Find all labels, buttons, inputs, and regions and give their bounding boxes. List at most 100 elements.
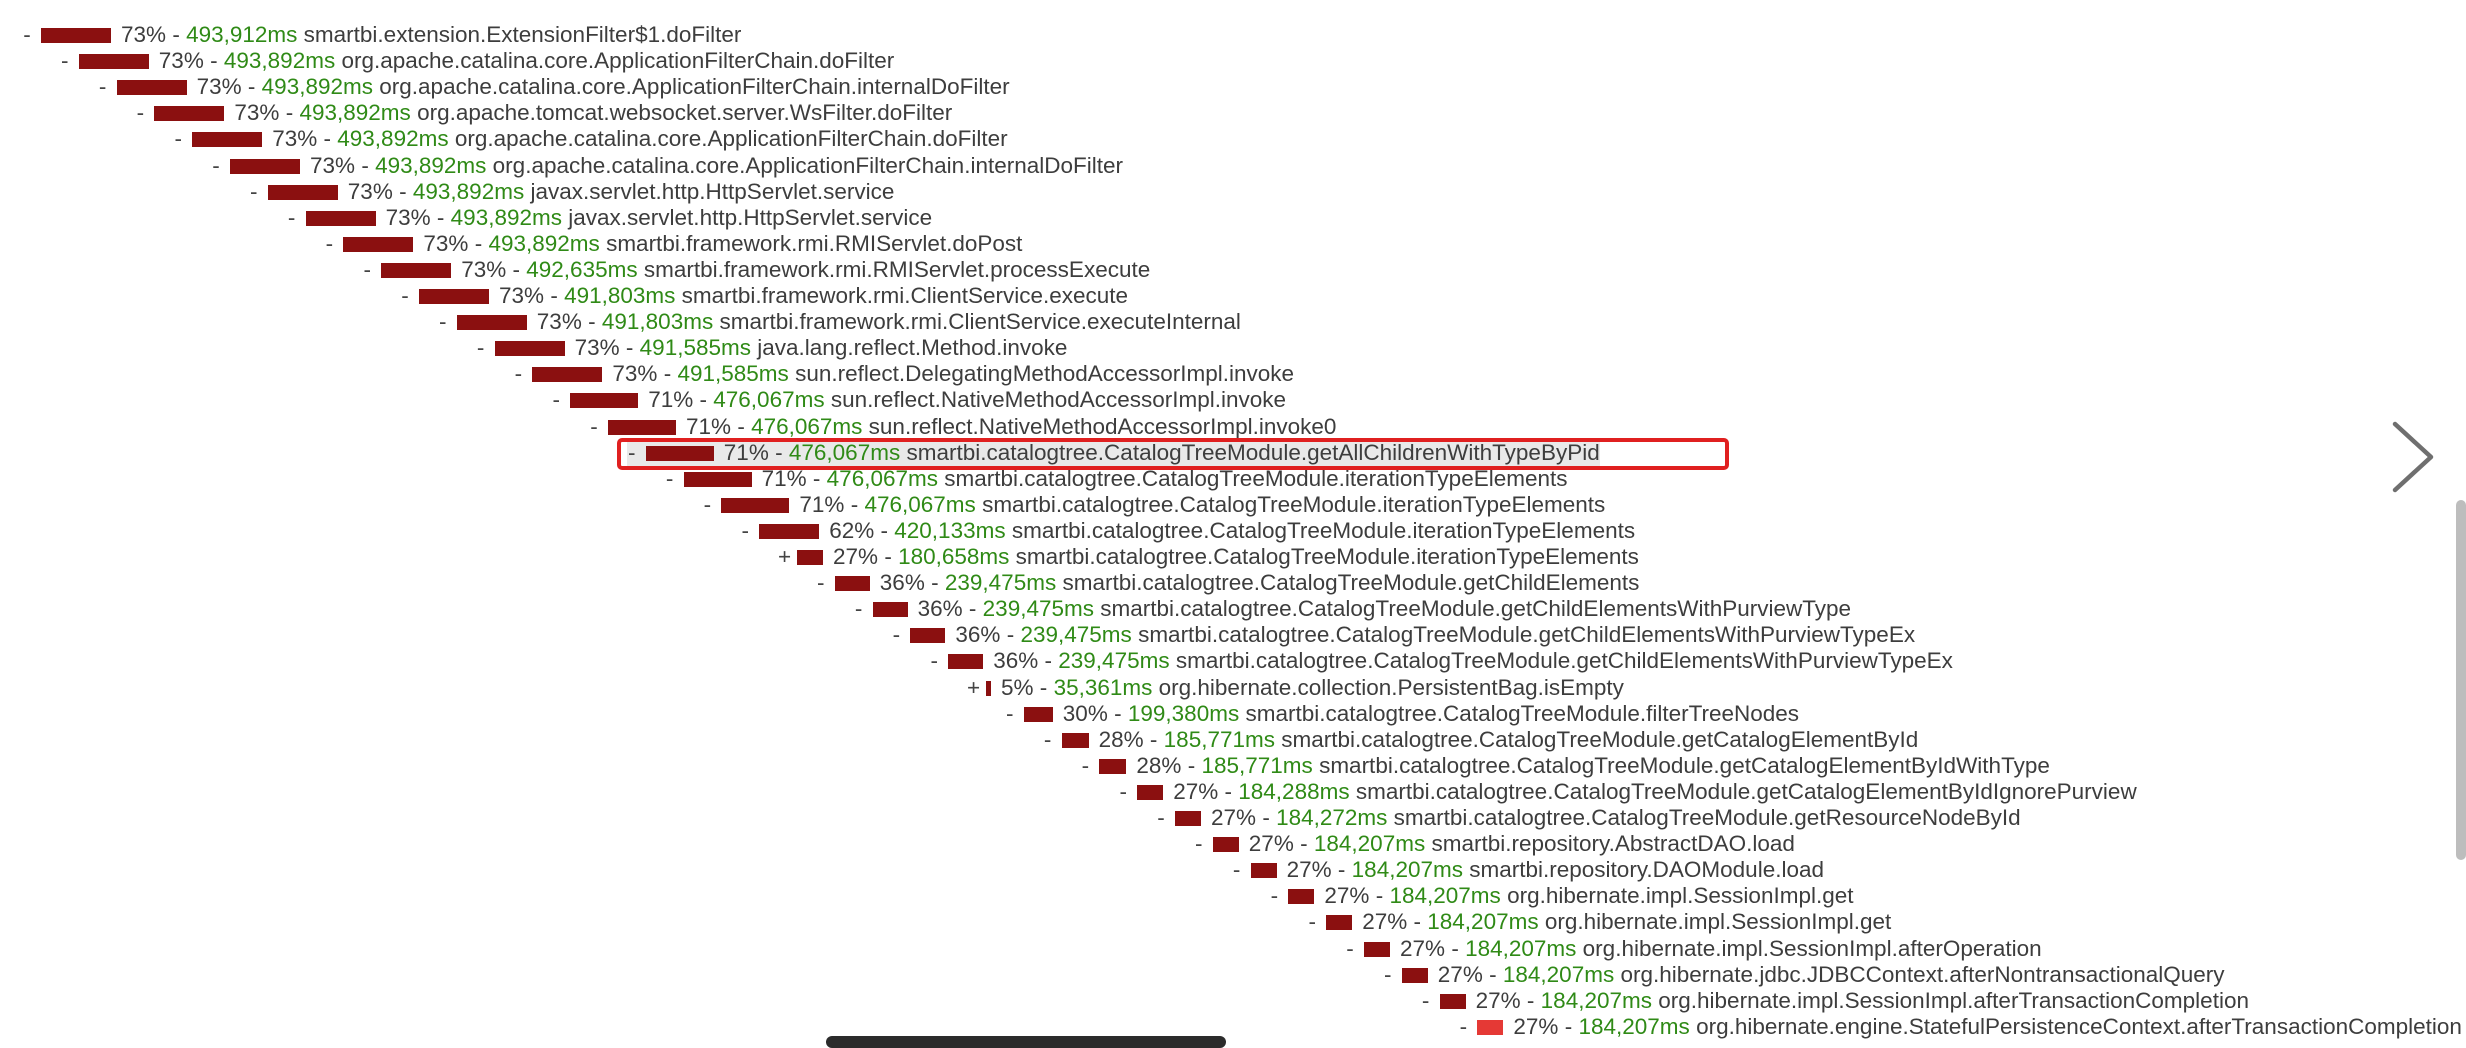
tree-row[interactable]: -73% - 493,892ms javax.servlet.http.Http…: [287, 204, 932, 231]
collapse-toggle[interactable]: -: [1119, 778, 1127, 804]
separator: -: [399, 178, 407, 204]
tree-row[interactable]: -73% - 493,912ms smartbi.extension.Exten…: [22, 22, 741, 48]
tree-row[interactable]: +5% - 35,361ms org.hibernate.collection.…: [967, 675, 1624, 701]
tree-row[interactable]: -62% - 420,133ms smartbi.catalogtree.Cat…: [740, 518, 1635, 544]
percentage-bar: [456, 315, 527, 331]
tree-row[interactable]: -27% - 184,207ms org.hibernate.impl.Sess…: [1269, 883, 1854, 909]
collapse-toggle[interactable]: -: [98, 74, 107, 100]
expand-toggle[interactable]: +: [967, 674, 981, 700]
tree-row[interactable]: -71% - 476,067ms smartbi.catalogtree.Cat…: [702, 491, 1606, 518]
collapse-toggle[interactable]: -: [363, 256, 371, 282]
tree-row[interactable]: -73% - 493,892ms org.apache.tomcat.webso…: [135, 100, 953, 126]
collapse-toggle[interactable]: -: [401, 283, 409, 308]
method-name: org.hibernate.impl.SessionImpl.get: [1507, 883, 1854, 909]
collapse-toggle[interactable]: -: [325, 230, 334, 256]
tree-row[interactable]: -73% - 493,892ms org.apache.catalina.cor…: [60, 48, 894, 74]
tree-row[interactable]: -36% - 239,475ms smartbi.catalogtree.Cat…: [891, 622, 1915, 648]
vertical-scrollbar[interactable]: [2456, 500, 2466, 860]
tree-row[interactable]: -73% - 492,635ms smartbi.framework.rmi.R…: [362, 257, 1150, 283]
tree-row[interactable]: -73% - 491,585ms sun.reflect.DelegatingM…: [513, 361, 1294, 387]
collapse-toggle[interactable]: -: [1157, 805, 1165, 830]
tree-row[interactable]: -73% - 493,892ms org.apache.catalina.cor…: [211, 153, 1123, 179]
collapse-toggle[interactable]: -: [854, 596, 863, 622]
method-name: org.apache.catalina.core.ApplicationFilt…: [341, 48, 895, 74]
collapse-toggle[interactable]: -: [250, 178, 258, 204]
percentage-bar: [116, 80, 187, 96]
collapse-toggle[interactable]: -: [1384, 961, 1392, 987]
tree-row[interactable]: -36% - 239,475ms smartbi.catalogtree.Cat…: [816, 570, 1639, 596]
collapse-toggle[interactable]: -: [61, 48, 69, 74]
collapse-toggle[interactable]: -: [1346, 935, 1354, 961]
collapse-toggle[interactable]: -: [665, 465, 674, 491]
tree-row[interactable]: -71% - 476,067ms smartbi.catalogtree.Cat…: [626, 439, 1600, 466]
tree-row[interactable]: -28% - 185,771ms smartbi.catalogtree.Cat…: [1043, 726, 1918, 753]
collapse-toggle[interactable]: -: [1043, 726, 1052, 752]
tree-row[interactable]: -27% - 184,207ms org.hibernate.impl.Sess…: [1421, 988, 2249, 1014]
collapse-toggle[interactable]: -: [23, 22, 31, 47]
collapse-toggle[interactable]: -: [287, 204, 296, 230]
expand-toggle[interactable]: +: [778, 544, 792, 569]
collapse-toggle[interactable]: -: [174, 126, 182, 152]
tree-row[interactable]: -73% - 491,803ms smartbi.framework.rmi.C…: [438, 309, 1241, 335]
collapse-toggle[interactable]: -: [1459, 1013, 1468, 1039]
collapse-toggle[interactable]: -: [1270, 883, 1279, 909]
tree-row[interactable]: -73% - 491,803ms smartbi.framework.rmi.C…: [400, 283, 1128, 309]
collapse-toggle[interactable]: -: [212, 152, 220, 178]
collapse-toggle[interactable]: -: [136, 100, 145, 126]
tree-row[interactable]: -27% - 184,207ms org.hibernate.engine.St…: [1458, 1014, 2462, 1040]
collapse-toggle[interactable]: -: [590, 413, 598, 439]
tree-row[interactable]: -73% - 493,892ms org.apache.catalina.cor…: [173, 126, 1007, 152]
percentage-bar: [1288, 889, 1315, 905]
collapse-toggle[interactable]: -: [892, 622, 901, 648]
tree-row[interactable]: -27% - 184,207ms org.hibernate.impl.Sess…: [1307, 909, 1891, 935]
time-value: 239,475ms: [944, 570, 1057, 596]
collapse-toggle[interactable]: -: [439, 309, 447, 335]
time-value: 184,207ms: [1427, 909, 1539, 935]
tree-row[interactable]: -27% - 184,288ms smartbi.catalogtree.Cat…: [1118, 778, 2136, 805]
collapse-toggle[interactable]: -: [1006, 700, 1014, 726]
tree-row[interactable]: -27% - 184,207ms smartbi.repository.DAOM…: [1232, 857, 1824, 883]
tree-row[interactable]: -73% - 493,892ms smartbi.framework.rmi.R…: [324, 230, 1023, 257]
percentage-bar: [1364, 941, 1390, 957]
collapse-toggle[interactable]: -: [930, 648, 938, 674]
method-name: smartbi.catalogtree.CatalogTreeModule.it…: [982, 491, 1606, 517]
tree-row[interactable]: -27% - 184,207ms smartbi.repository.Abst…: [1194, 831, 1795, 857]
tree-row[interactable]: -36% - 239,475ms smartbi.catalogtree.Cat…: [929, 648, 1952, 674]
collapse-toggle[interactable]: -: [741, 517, 749, 543]
percentage-text: 73%: [612, 361, 658, 387]
collapse-toggle[interactable]: -: [514, 361, 523, 387]
tree-row[interactable]: +27% - 180,658ms smartbi.catalogtree.Cat…: [778, 544, 1639, 570]
separator: -: [210, 48, 218, 74]
collapse-toggle[interactable]: -: [703, 491, 712, 517]
collapse-toggle[interactable]: -: [1421, 987, 1430, 1013]
percentage-text: 36%: [879, 570, 925, 596]
tree-row[interactable]: -27% - 184,207ms org.hibernate.impl.Sess…: [1345, 935, 2041, 962]
collapse-toggle[interactable]: -: [1081, 752, 1090, 778]
percentage-bar: [570, 393, 639, 409]
percentage-text: 73%: [121, 22, 167, 47]
tree-row[interactable]: -73% - 491,585ms java.lang.reflect.Metho…: [476, 335, 1068, 361]
percentage-bar: [343, 236, 414, 252]
separator: -: [1262, 805, 1270, 830]
tree-row[interactable]: -36% - 239,475ms smartbi.catalogtree.Cat…: [854, 596, 1851, 622]
tree-row[interactable]: -71% - 476,067ms sun.reflect.NativeMetho…: [589, 414, 1336, 440]
collapse-toggle[interactable]: -: [1308, 909, 1316, 935]
collapse-toggle[interactable]: -: [628, 439, 636, 465]
collapse-toggle[interactable]: -: [1195, 831, 1203, 857]
collapse-toggle[interactable]: -: [476, 335, 485, 361]
collapse-toggle[interactable]: -: [1232, 857, 1241, 883]
tree-row[interactable]: -30% - 199,380ms smartbi.catalogtree.Cat…: [1005, 701, 1799, 727]
collapse-toggle[interactable]: -: [817, 570, 825, 596]
tree-row[interactable]: -27% - 184,207ms org.hibernate.jdbc.JDBC…: [1383, 961, 2224, 988]
separator: -: [884, 544, 892, 569]
tree-row[interactable]: -73% - 493,892ms org.apache.catalina.cor…: [98, 74, 1010, 100]
next-button[interactable]: [2385, 418, 2439, 496]
percentage-text: 28%: [1136, 752, 1182, 778]
collapse-toggle[interactable]: -: [552, 387, 560, 413]
tree-row[interactable]: -73% - 493,892ms javax.servlet.http.Http…: [249, 178, 894, 205]
tree-row[interactable]: -28% - 185,771ms smartbi.catalogtree.Cat…: [1080, 752, 2050, 779]
tree-row[interactable]: -71% - 476,067ms sun.reflect.NativeMetho…: [551, 387, 1286, 413]
tree-row[interactable]: -27% - 184,272ms smartbi.catalogtree.Cat…: [1156, 805, 2020, 831]
percentage-bar: [41, 28, 111, 43]
separator: -: [512, 256, 521, 282]
